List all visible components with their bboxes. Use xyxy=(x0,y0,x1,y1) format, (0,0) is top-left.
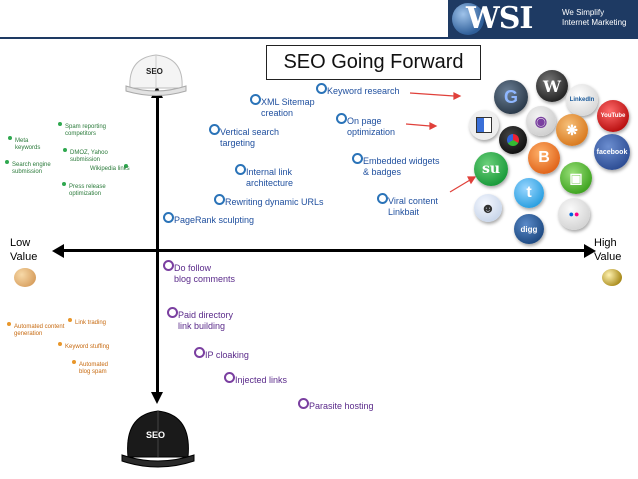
linkedin-icon: LinkedIn xyxy=(566,84,598,116)
bullet-icon xyxy=(224,372,235,383)
bullet-icon xyxy=(7,322,11,326)
logo-tagline: We Simplify Internet Marketing xyxy=(562,8,627,27)
red-arrows xyxy=(406,92,477,193)
bullet-icon xyxy=(68,318,72,322)
reddit-alien-icon: ❋ xyxy=(556,114,588,146)
bullet-icon xyxy=(5,160,9,164)
bullet-icon xyxy=(352,153,363,164)
white-hat-icon xyxy=(125,54,187,96)
stumbleupon-icon-small xyxy=(499,126,527,154)
bullet-icon xyxy=(72,360,76,364)
bullet-icon xyxy=(124,164,128,168)
youtube-icon: YouTube xyxy=(597,100,629,132)
bullet-icon xyxy=(58,122,62,126)
bullet-icon xyxy=(250,94,261,105)
arrow-left-icon xyxy=(52,244,64,258)
black-hat-icon xyxy=(121,410,195,468)
bullet-icon xyxy=(163,260,174,271)
delicious-icon xyxy=(469,110,499,140)
golden-egg-icon xyxy=(602,269,622,286)
digg-icon: digg xyxy=(514,214,544,244)
bullet-icon xyxy=(62,182,66,186)
bullet-icon xyxy=(163,212,174,223)
bullet-icon xyxy=(316,83,327,94)
arrow-right-icon xyxy=(584,244,596,258)
globe-icon xyxy=(452,3,484,35)
hat-axis xyxy=(156,92,159,394)
bullet-icon xyxy=(336,113,347,124)
slide-title: SEO Going Forward xyxy=(266,45,481,80)
twitter-icon: t xyxy=(514,178,544,208)
reddit-icon: ☻ xyxy=(474,194,502,222)
podcast-icon: ◉ xyxy=(526,106,556,136)
bullet-icon xyxy=(58,342,62,346)
bullet-icon xyxy=(377,193,388,204)
bullet-icon xyxy=(298,398,309,409)
bullet-icon xyxy=(194,347,205,358)
facebook-icon: facebook xyxy=(594,134,630,170)
header-rule xyxy=(0,37,638,39)
stumbleupon-icon: su xyxy=(474,152,508,186)
wordpress-icon: W xyxy=(536,70,568,102)
logo-text: WSI xyxy=(466,1,533,36)
blogger-icon: B xyxy=(528,142,560,174)
bullet-icon xyxy=(167,307,178,318)
plain-egg-icon xyxy=(14,268,36,287)
bullet-icon xyxy=(214,194,225,205)
bullet-icon xyxy=(209,124,220,135)
black-hat-label: SEO xyxy=(146,430,166,440)
evernote-icon: ▣ xyxy=(560,162,592,194)
bullet-icon xyxy=(63,148,67,152)
low-value-label: Low Value xyxy=(10,237,38,263)
arrow-down-icon xyxy=(151,392,163,404)
bullet-icon xyxy=(235,164,246,175)
bullet-icon xyxy=(8,136,12,140)
flickr-icon: ●● xyxy=(558,198,590,230)
google-icon: G xyxy=(494,80,528,114)
white-hat-label: SEO xyxy=(146,67,163,76)
value-axis xyxy=(60,249,588,252)
high-value-label: High Value xyxy=(594,237,622,263)
